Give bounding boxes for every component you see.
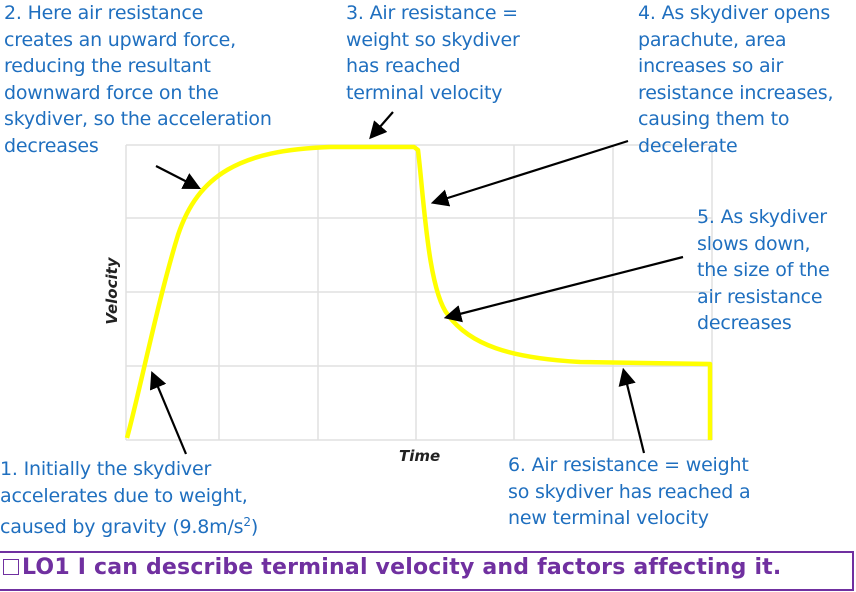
annotation-5: 5. As skydiver slows down, the size of t… [697,206,830,334]
y-axis-label: Velocity [103,257,121,325]
annotation-1-text: 1. Initially the skydiver accelerates du… [0,458,248,538]
arrow-note-3 [369,111,394,140]
annotation-arrows [149,111,684,455]
annotation-1-tail: ) [250,516,259,538]
learning-objective: LO1 I can describe terminal velocity and… [3,555,781,580]
annotation-1: 1. Initially the skydiver accelerates du… [0,456,258,541]
learning-objective-text: LO1 I can describe terminal velocity and… [22,555,782,580]
annotation-6: 6. Air resistance = weight so skydiver h… [508,454,751,529]
checkbox-icon[interactable] [3,559,19,575]
grid [125,144,713,441]
annotation-4: 4. As skydiver opens parachute, area inc… [638,2,834,157]
arrow-note-6 [618,367,646,454]
arrow-note-2 [155,165,201,190]
velocity-curve [124,144,713,440]
superscript: 2 [243,515,251,529]
annotation-3: 3. Air resistance = weight so skydiver h… [346,2,520,104]
arrow-note-4 [430,139,629,207]
arrow-note-1 [149,370,188,455]
annotation-2: 2. Here air resistance creates an upward… [4,2,272,157]
arrow-note-5 [443,255,684,323]
learning-objective-box [0,551,854,591]
x-axis-label: Time [399,447,441,465]
